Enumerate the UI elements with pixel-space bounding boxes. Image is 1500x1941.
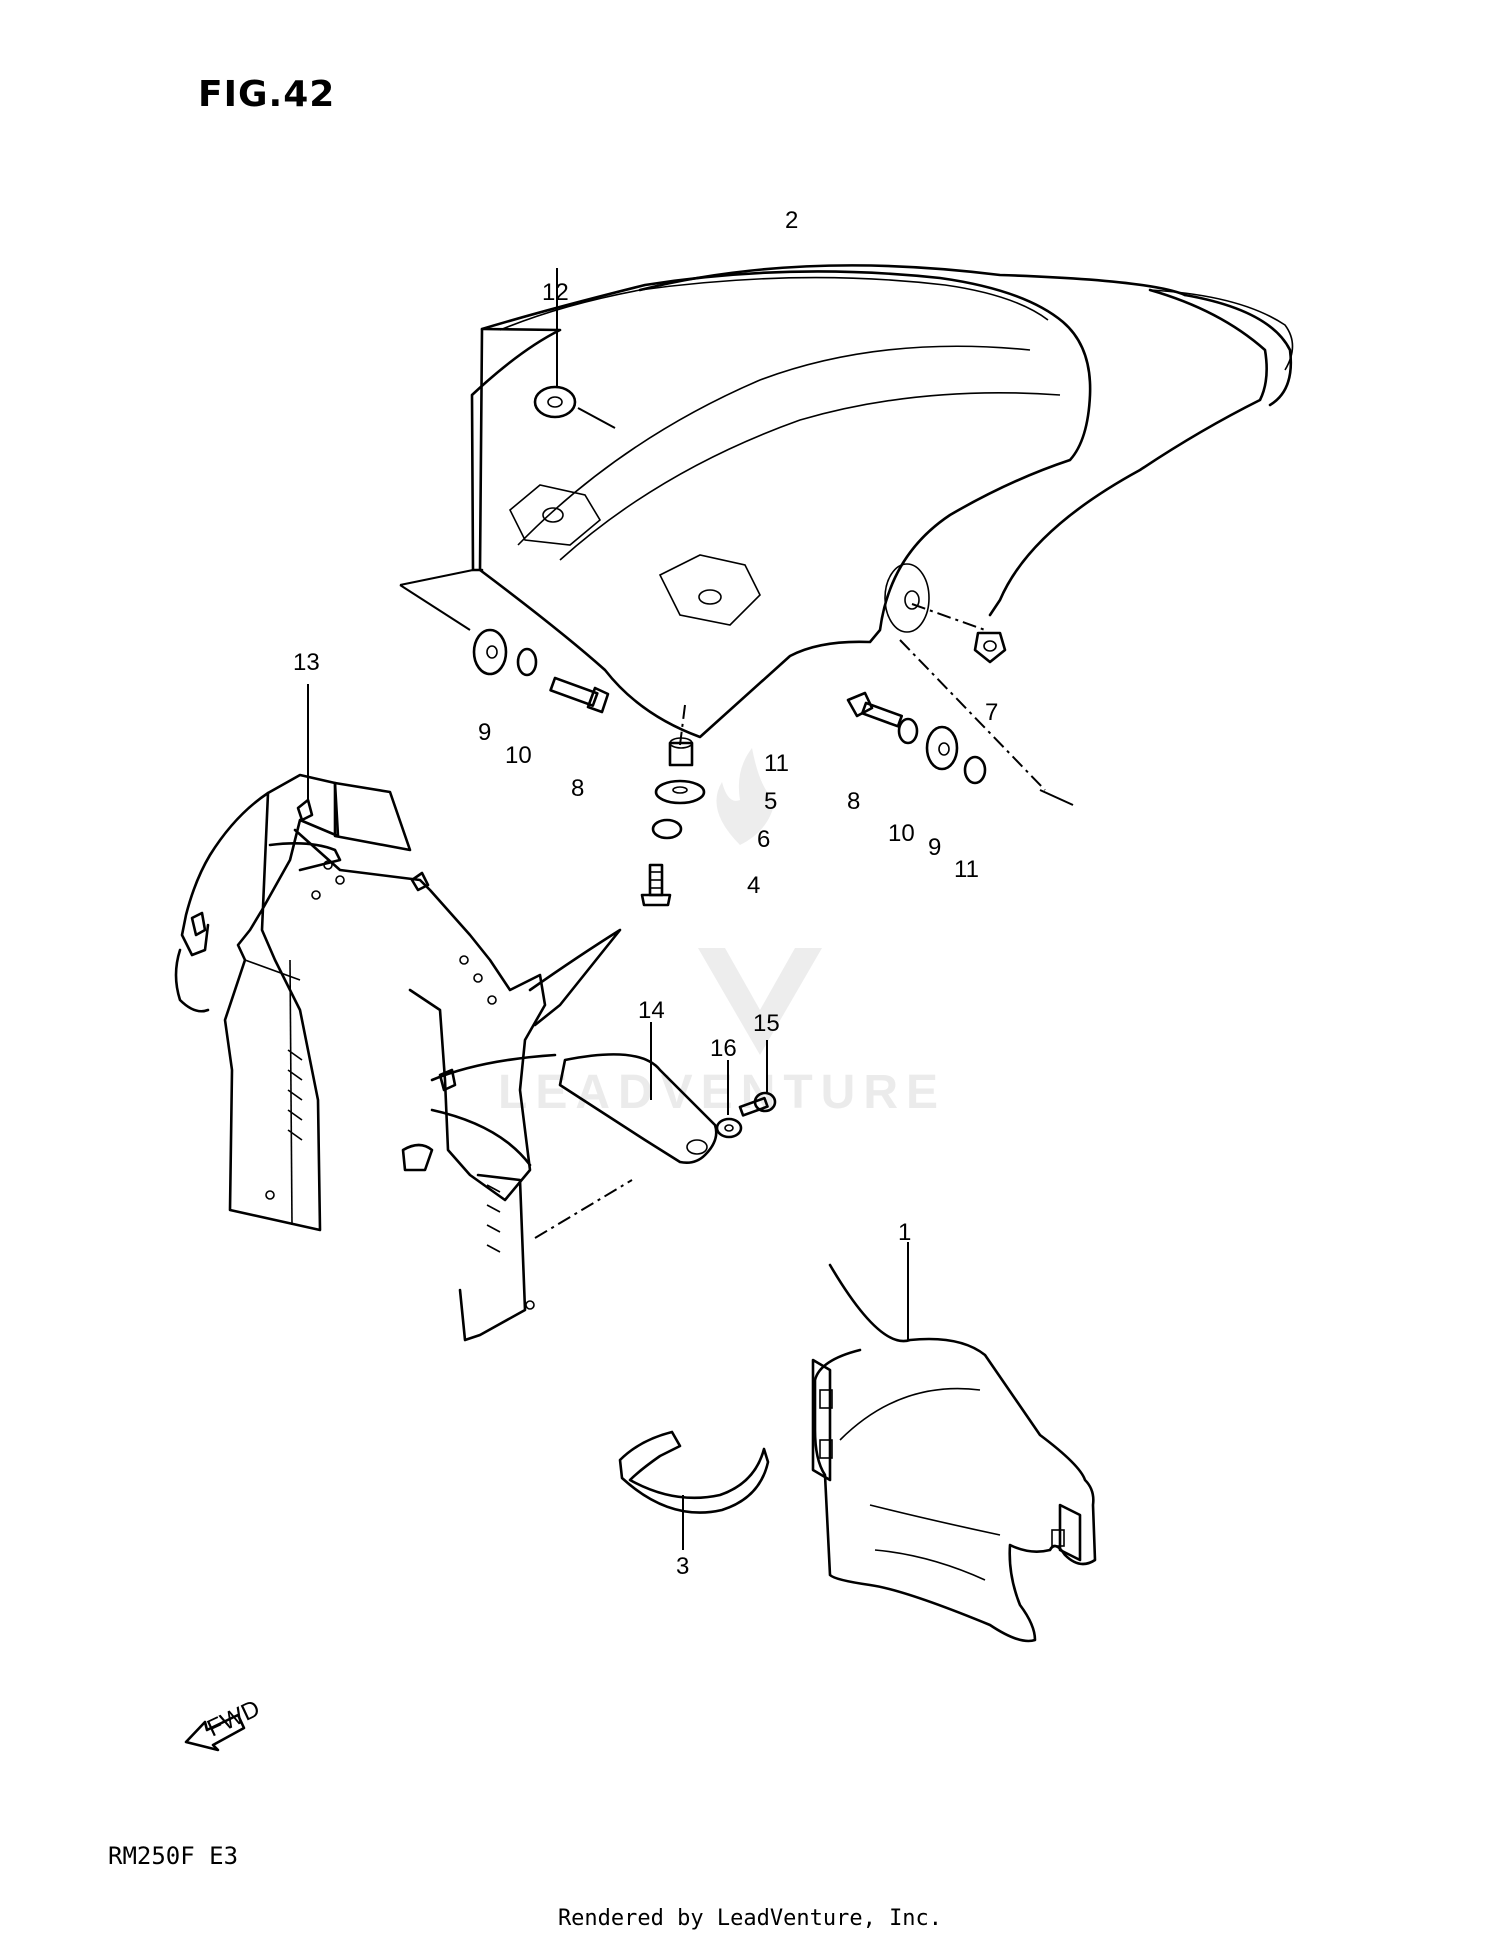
callout-15: 15 <box>753 1010 780 1037</box>
callout-3: 3 <box>676 1553 689 1580</box>
callout-16: 16 <box>710 1035 737 1062</box>
part-1-inner-fender <box>811 1242 1097 1643</box>
callout-8a: 8 <box>571 775 584 802</box>
fwd-label: FWD <box>203 1695 264 1743</box>
callout-13: 13 <box>293 649 320 676</box>
fwd-arrow-icon: FWD <box>184 1695 264 1752</box>
right-fastener-stack <box>846 603 1074 806</box>
callout-4: 4 <box>747 872 760 899</box>
callout-5: 5 <box>764 788 777 815</box>
callout-1: 1 <box>898 1219 911 1246</box>
callout-11b: 11 <box>954 856 979 883</box>
model-code: RM250F E3 <box>108 1842 239 1870</box>
callout-10a: 10 <box>505 742 532 769</box>
callout-2: 2 <box>785 207 798 234</box>
part-15-bolt <box>738 1040 777 1117</box>
callout-11a: 11 <box>764 750 789 777</box>
callout-labels: 2 12 13 9 10 8 11 5 6 4 7 8 10 9 11 14 1… <box>293 207 998 1580</box>
part-3-clip <box>618 1430 770 1550</box>
footer-credit: Rendered by LeadVenture, Inc. <box>557 1906 943 1931</box>
callout-9a: 9 <box>478 719 491 746</box>
callout-6: 6 <box>757 826 770 853</box>
rear-fender <box>470 264 1294 739</box>
callout-8b: 8 <box>847 788 860 815</box>
part-14-bracket <box>534 1022 718 1239</box>
center-fastener-stack <box>640 704 706 907</box>
callout-14: 14 <box>638 997 665 1024</box>
callout-7: 7 <box>985 699 998 726</box>
callout-12: 12 <box>542 279 569 306</box>
figure-title: FIG.42 <box>198 74 336 115</box>
part-13-left-side-cover <box>174 684 622 1342</box>
part-16-washer <box>715 1060 743 1139</box>
callout-10b: 10 <box>888 820 915 847</box>
left-fastener-stack <box>399 569 610 714</box>
callout-9b: 9 <box>928 834 941 861</box>
part-12-washer <box>533 268 616 429</box>
watermark-text: LEADVENTURE <box>498 1066 946 1119</box>
